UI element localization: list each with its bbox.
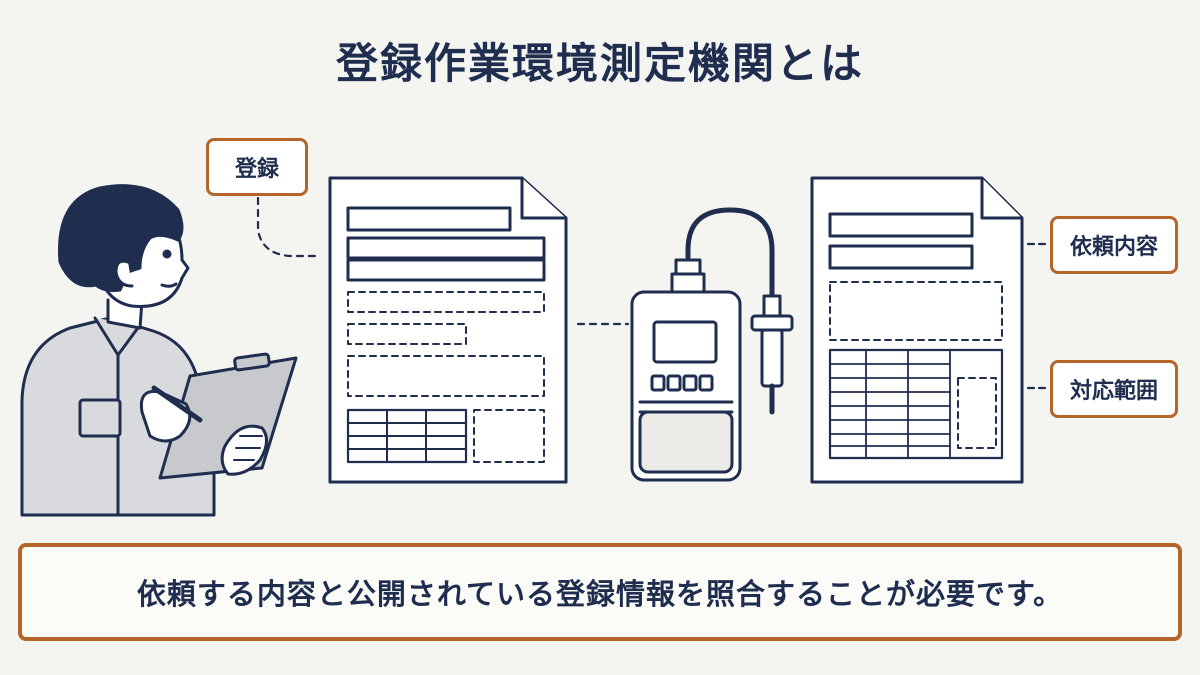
measuring-device-icon xyxy=(630,207,794,482)
scope-label: 対応範囲 xyxy=(1050,360,1178,418)
register-label: 登録 xyxy=(206,138,308,196)
page-title: 登録作業環境測定機関とは xyxy=(335,39,864,88)
summary-message-box: 依頼する内容と公開されている登録情報を照合することが必要です。 xyxy=(18,543,1182,641)
diagram-canvas xyxy=(20,176,1050,517)
summary-message: 依頼する内容と公開されている登録情報を照合することが必要です。 xyxy=(136,577,1064,611)
request-content-label: 依頼内容 xyxy=(1050,216,1178,274)
worker-with-clipboard-icon xyxy=(20,184,298,517)
request-document-icon xyxy=(810,176,1024,484)
registration-document-icon xyxy=(328,176,568,484)
